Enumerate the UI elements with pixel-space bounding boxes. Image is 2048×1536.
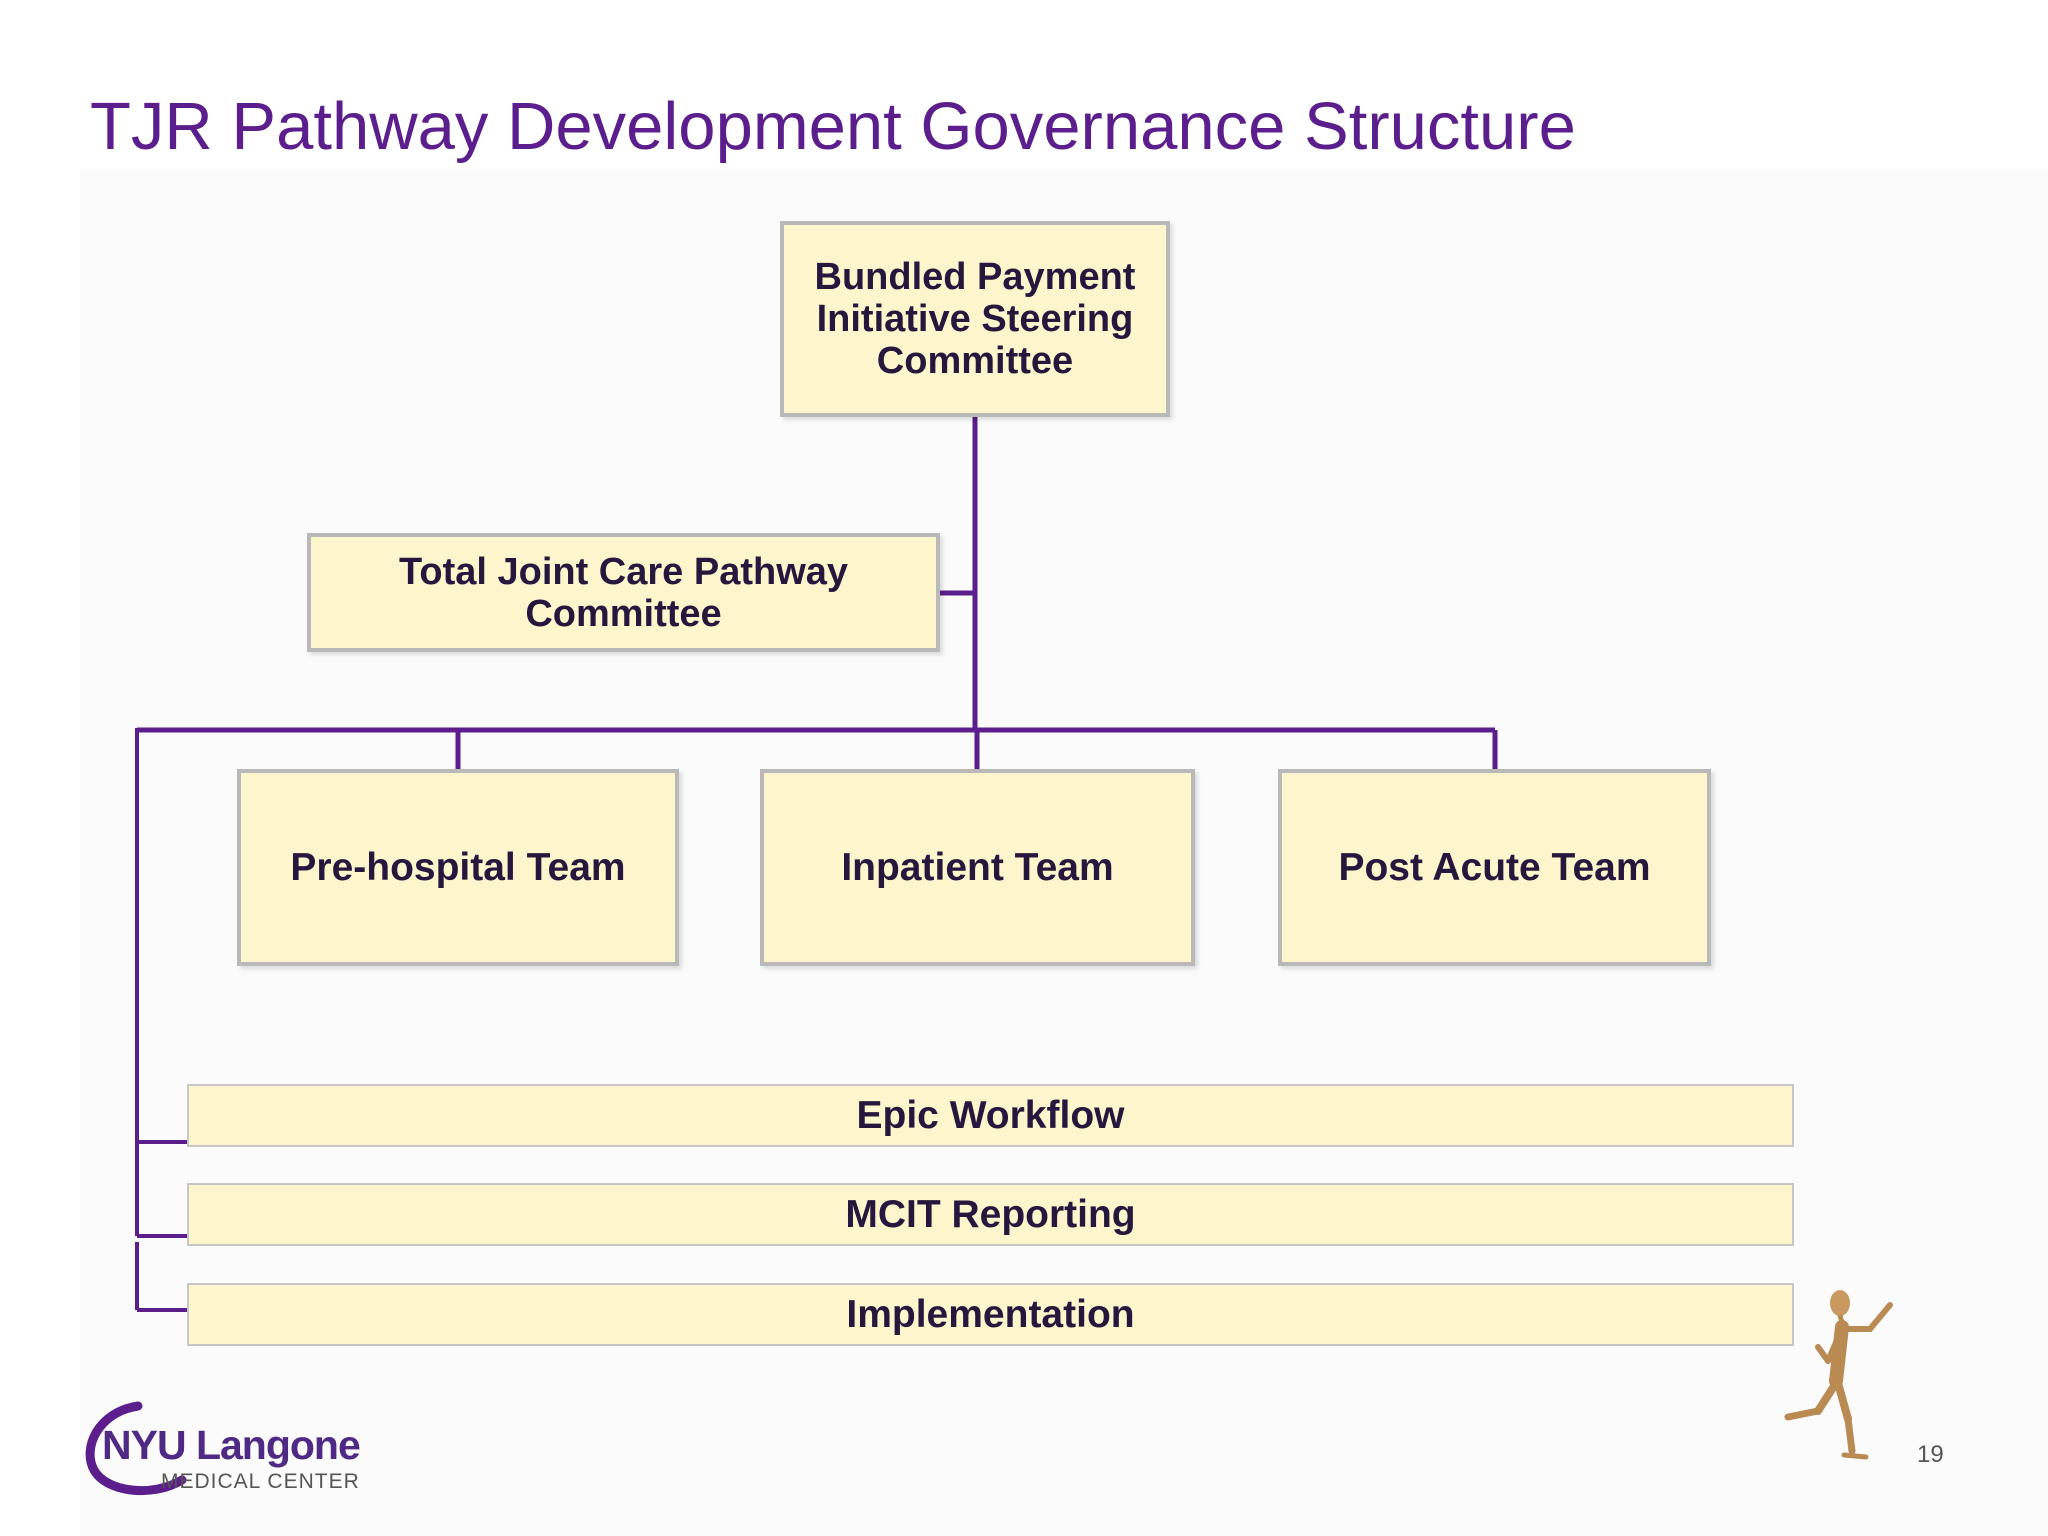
steering-committee-label-line2: Initiative Steering <box>816 298 1134 340</box>
wooden-mannequin-running-icon <box>1784 1290 1893 1460</box>
pre-hospital-team-label: Pre-hospital Team <box>290 845 626 889</box>
nyu-langone-logo: NYU Langone MEDICAL CENTER <box>80 1388 380 1498</box>
implementation-label: Implementation <box>846 1292 1135 1336</box>
logo-swoosh-icon <box>85 1401 187 1496</box>
steering-committee-box: Bundled Payment Initiative Steering Comm… <box>780 221 1170 417</box>
pathway-committee-box: Total Joint Care Pathway Committee <box>307 533 940 652</box>
mcit-reporting-label: MCIT Reporting <box>845 1192 1136 1236</box>
epic-workflow-label: Epic Workflow <box>856 1093 1125 1137</box>
inpatient-team-box: Inpatient Team <box>760 769 1195 966</box>
slide-title: TJR Pathway Development Governance Struc… <box>90 89 1576 164</box>
logo-subtitle: MEDICAL CENTER <box>161 1470 360 1493</box>
inpatient-team-label: Inpatient Team <box>841 845 1114 889</box>
logo-name: NYU Langone <box>102 1422 361 1468</box>
steering-committee-label-line3: Committee <box>876 340 1074 382</box>
mcit-reporting-bar: MCIT Reporting <box>187 1183 1794 1246</box>
pathway-committee-label-line2: Committee <box>525 592 722 635</box>
page-number: 19 <box>1917 1441 1944 1468</box>
pathway-committee-label-line1: Total Joint Care Pathway <box>398 550 849 593</box>
steering-committee-label-line1: Bundled Payment <box>814 256 1136 298</box>
epic-workflow-bar: Epic Workflow <box>187 1084 1794 1147</box>
implementation-bar: Implementation <box>187 1283 1794 1346</box>
post-acute-team-box: Post Acute Team <box>1278 769 1711 966</box>
post-acute-team-label: Post Acute Team <box>1338 845 1651 889</box>
pre-hospital-team-box: Pre-hospital Team <box>237 769 679 966</box>
